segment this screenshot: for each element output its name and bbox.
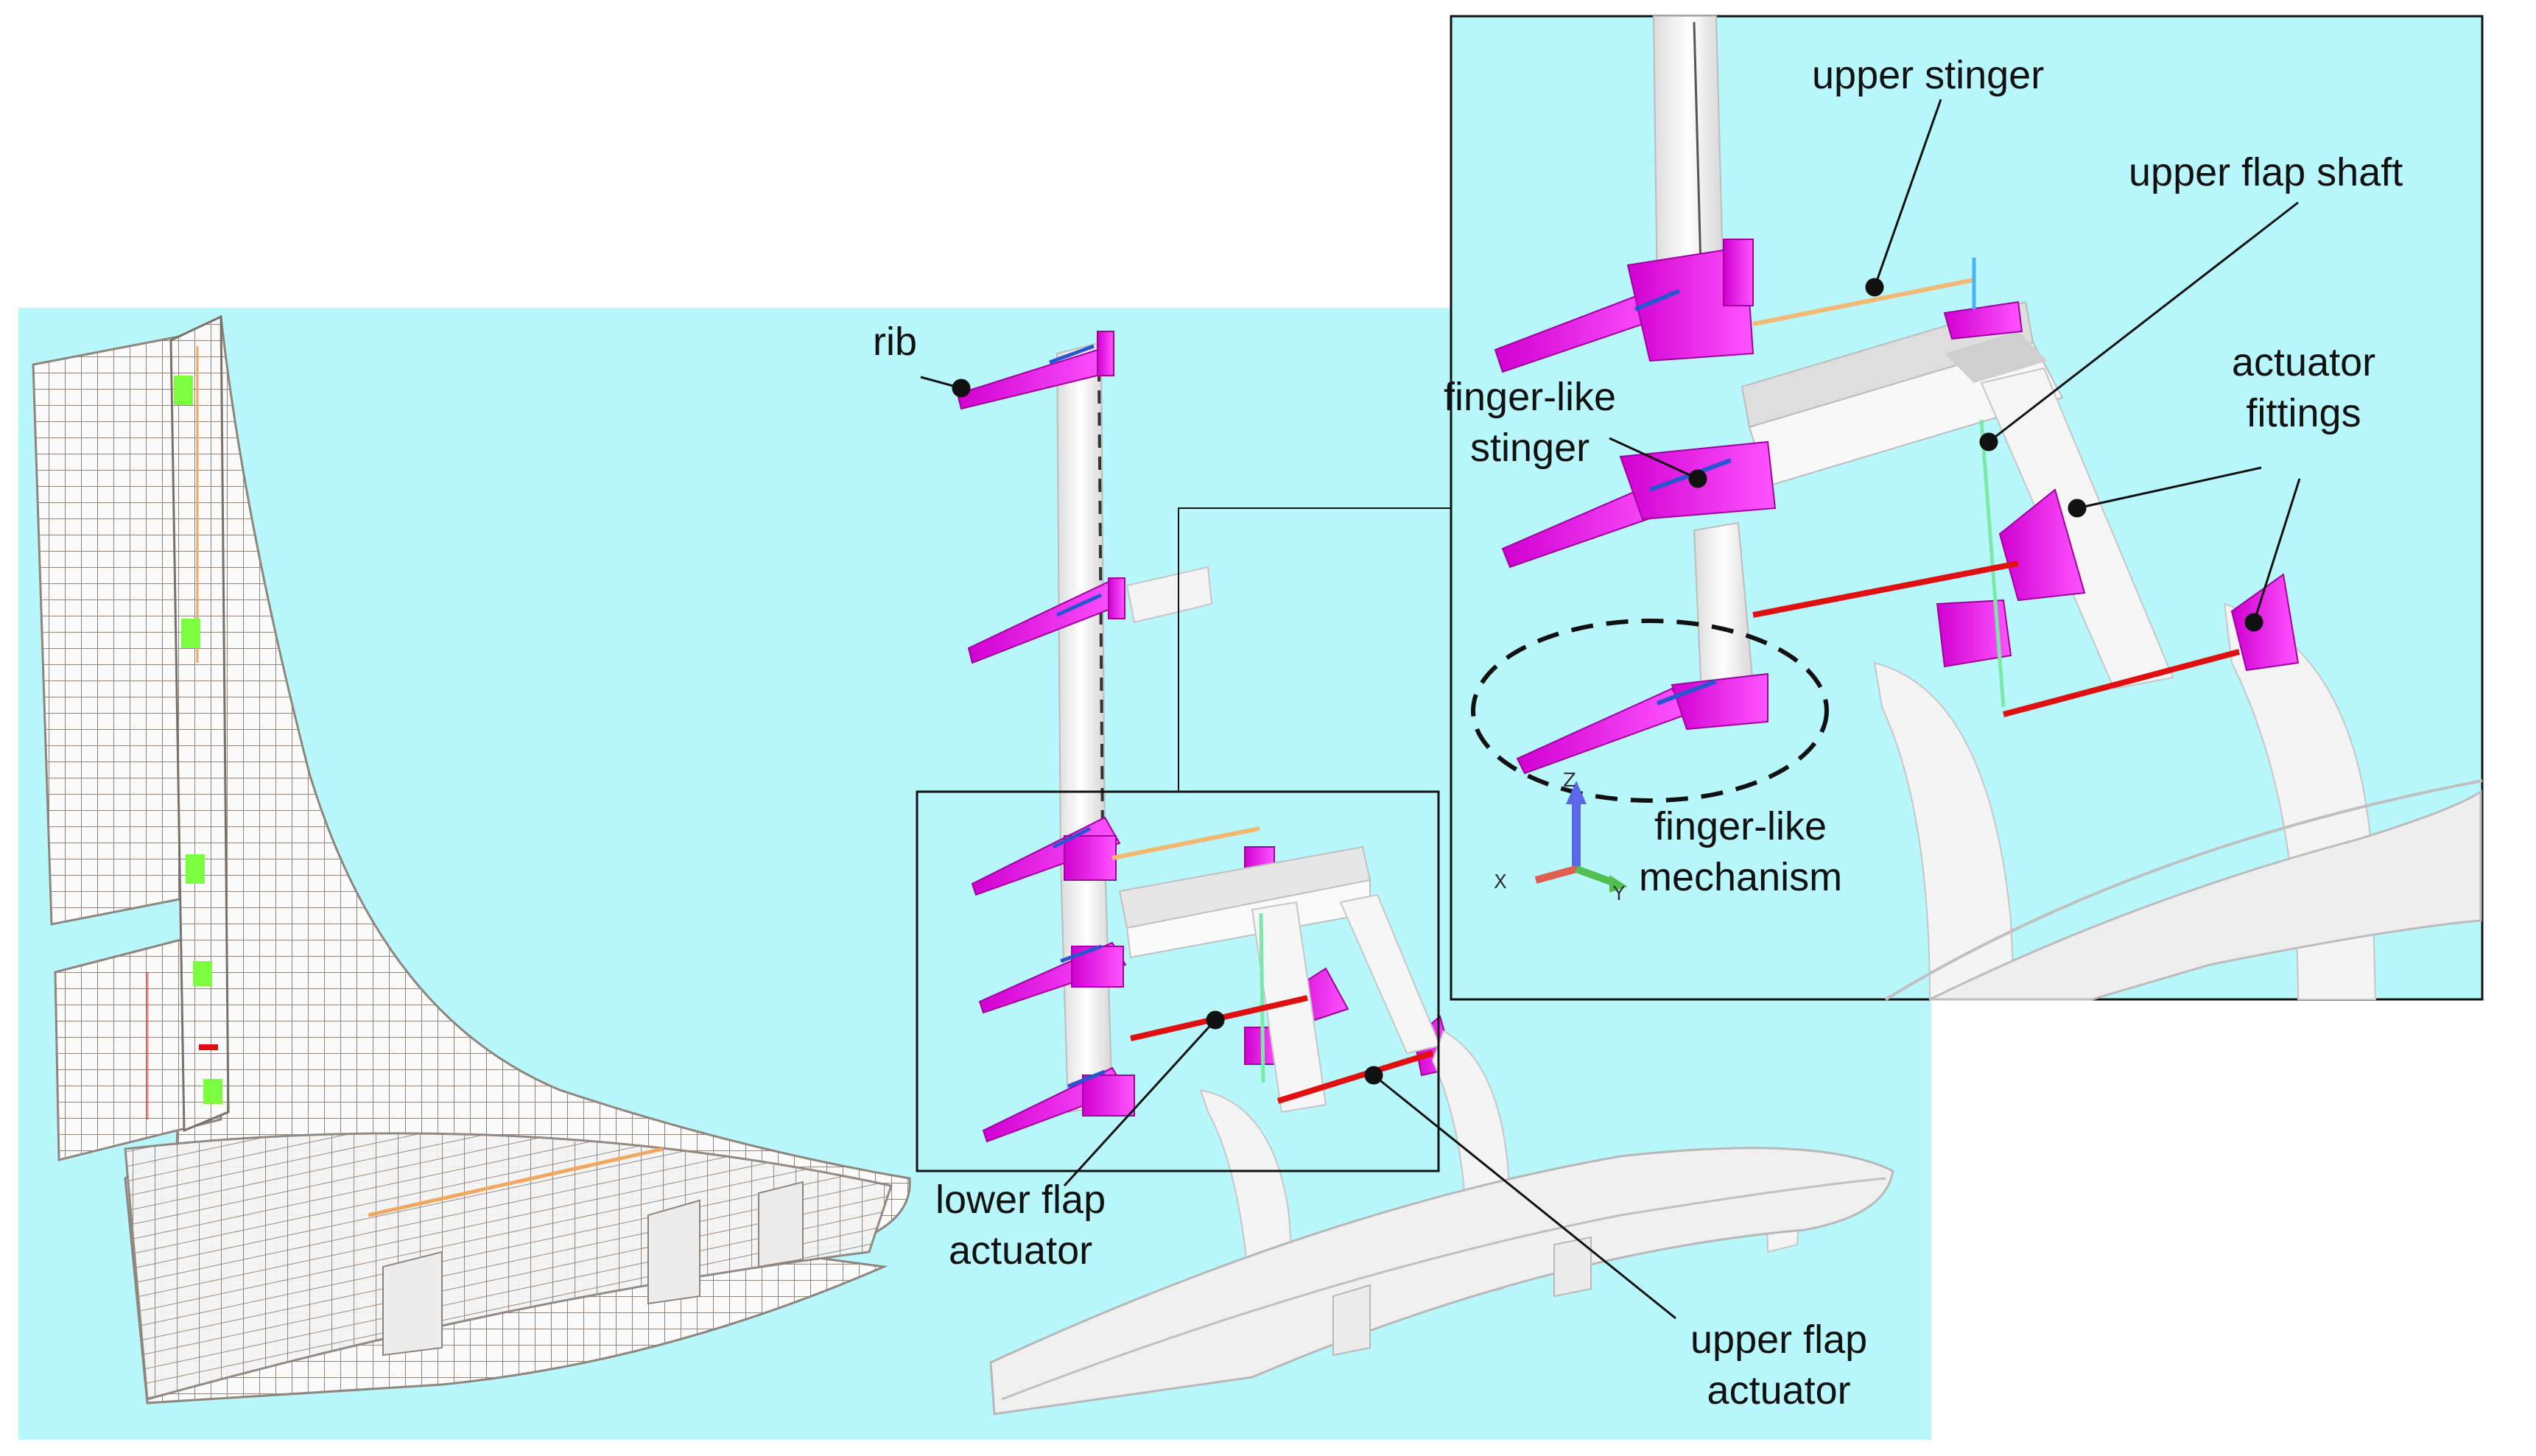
axis-y-label: Y (1612, 883, 1625, 905)
label-actuator-fittings: actuator fittings (2232, 340, 2376, 436)
fe-mesh-model (32, 314, 911, 1404)
leader-lines (920, 99, 2301, 1320)
label-upper-stinger: upper stinger (1812, 53, 2045, 97)
label-upper-flap-actuator: upper flap actuator (1690, 1318, 1868, 1413)
label-finger-like-mechanism: finger-like mechanism (1639, 804, 1843, 900)
label-finger-like-stinger: finger-like stinger (1444, 375, 1617, 471)
axis-z-label: Z (1563, 770, 1576, 792)
axis-x-label: X (1494, 871, 1507, 893)
label-upper-flap-shaft: upper flap shaft (2129, 150, 2403, 194)
label-rib: rib (873, 320, 918, 364)
detail-inset: Z X Y (1450, 15, 2484, 1001)
exploded-mechanism (956, 331, 1894, 1415)
label-lower-flap-actuator: lower flap actuator (935, 1178, 1106, 1273)
axis-triad: Z X Y (1494, 770, 1628, 905)
finger-like-mechanism-highlight (1471, 619, 1829, 803)
